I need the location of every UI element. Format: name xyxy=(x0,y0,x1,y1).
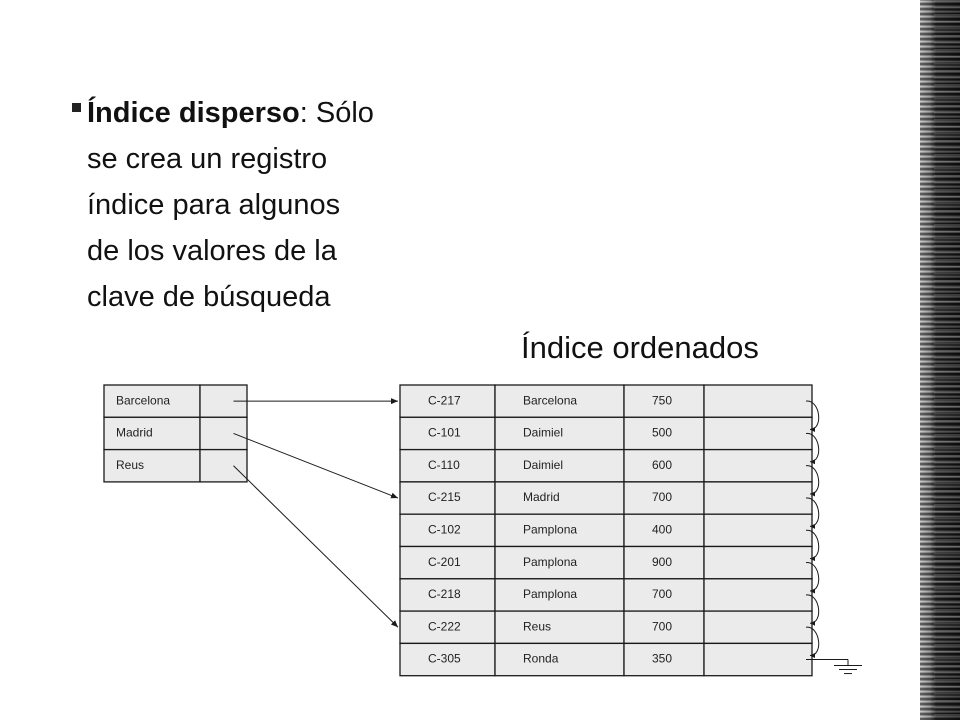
record-city: Pamplona xyxy=(523,523,577,537)
record-code: C-215 xyxy=(428,490,461,504)
record-value: 900 xyxy=(652,555,672,569)
record-code-cell xyxy=(399,481,496,515)
record-city: Reus xyxy=(523,619,551,633)
record-pointer-cell xyxy=(703,642,813,677)
record-code: C-305 xyxy=(428,652,461,666)
index-pointer-arrow xyxy=(233,432,399,499)
record-value: 750 xyxy=(652,393,672,407)
record-city: Ronda xyxy=(523,652,559,666)
record-code: C-218 xyxy=(428,587,461,601)
record-code-cell xyxy=(399,545,496,580)
definition-line: se crea un registro xyxy=(87,143,328,175)
record-pointer-cell xyxy=(703,448,813,483)
record-code: C-110 xyxy=(428,458,460,472)
record-city-cell xyxy=(494,642,625,677)
bullet-text: Índice disperso: Sólo se crea un registr… xyxy=(87,90,422,320)
index-pointer-arrow xyxy=(233,465,399,628)
record-code: C-101 xyxy=(428,426,461,440)
index-pointer-cell xyxy=(199,416,248,451)
definition-line: de los valores de la xyxy=(87,235,337,267)
record-pointer-cell xyxy=(703,610,813,645)
record-code-cell xyxy=(399,384,496,418)
bold-term: Índice disperso xyxy=(87,97,300,129)
record-value-cell xyxy=(623,384,705,418)
record-city-cell xyxy=(494,578,625,612)
record-city: Daimiel xyxy=(523,458,563,472)
record-code: C-102 xyxy=(428,523,461,537)
decorative-right-border xyxy=(920,0,960,720)
record-code: C-222 xyxy=(428,619,461,633)
record-chain-pointers xyxy=(805,400,862,675)
record-pointer-cell xyxy=(703,481,813,515)
bullet-square-icon xyxy=(72,103,81,112)
chain-pointer-arrow xyxy=(805,497,820,529)
index-pointer-cell xyxy=(199,448,248,483)
record-code-cell xyxy=(399,416,496,451)
record-value: 500 xyxy=(652,426,672,440)
record-city-cell xyxy=(494,384,625,418)
record-city-cell xyxy=(494,610,625,645)
record-value: 400 xyxy=(652,523,672,537)
definition-line: : Sólo xyxy=(299,97,374,129)
record-value: 700 xyxy=(652,587,672,601)
record-code-cell xyxy=(399,578,496,612)
bullet-point: Índice disperso: Sólo se crea un registr… xyxy=(72,90,422,320)
record-city-cell xyxy=(494,513,625,548)
chain-pointer-arrow xyxy=(805,432,820,465)
record-code: C-201 xyxy=(428,555,461,569)
record-pointer-cell xyxy=(703,513,813,548)
record-value: 600 xyxy=(652,458,672,472)
record-pointer-cell xyxy=(703,384,813,418)
record-city: Pamplona xyxy=(523,587,577,601)
definition-line: clave de búsqueda xyxy=(87,281,331,313)
chain-pointer-arrow xyxy=(805,626,820,659)
record-pointer-cell xyxy=(703,416,813,451)
record-city: Madrid xyxy=(523,490,560,504)
diagram-subtitle: Índice ordenados xyxy=(521,330,759,365)
chain-pointer-arrow xyxy=(805,529,820,562)
record-value-cell xyxy=(623,545,705,580)
record-pointer-cell xyxy=(703,578,813,612)
record-city-cell xyxy=(494,545,625,580)
record-value: 700 xyxy=(652,490,672,504)
index-key-label: Barcelona xyxy=(116,393,170,407)
index-pointers xyxy=(233,398,399,628)
record-code: C-217 xyxy=(428,393,461,407)
record-value: 700 xyxy=(652,619,672,633)
chain-pointer-arrow xyxy=(805,594,820,626)
chain-pointer-arrow xyxy=(805,562,820,594)
index-key-label: Reus xyxy=(116,458,144,472)
bullet-line-1: Índice disperso: Sólo xyxy=(87,97,374,129)
record-pointer-cell xyxy=(703,545,813,580)
record-city-cell xyxy=(494,481,625,515)
record-city: Barcelona xyxy=(523,393,577,407)
record-city: Daimiel xyxy=(523,426,563,440)
index-key-label: Madrid xyxy=(116,426,153,440)
definition-line: índice para algunos xyxy=(87,189,341,221)
chain-pointer-arrow xyxy=(805,465,820,497)
chain-pointer-arrow xyxy=(805,400,820,432)
record-value-cell xyxy=(623,416,705,451)
record-value: 350 xyxy=(652,652,672,666)
record-city: Pamplona xyxy=(523,555,577,569)
